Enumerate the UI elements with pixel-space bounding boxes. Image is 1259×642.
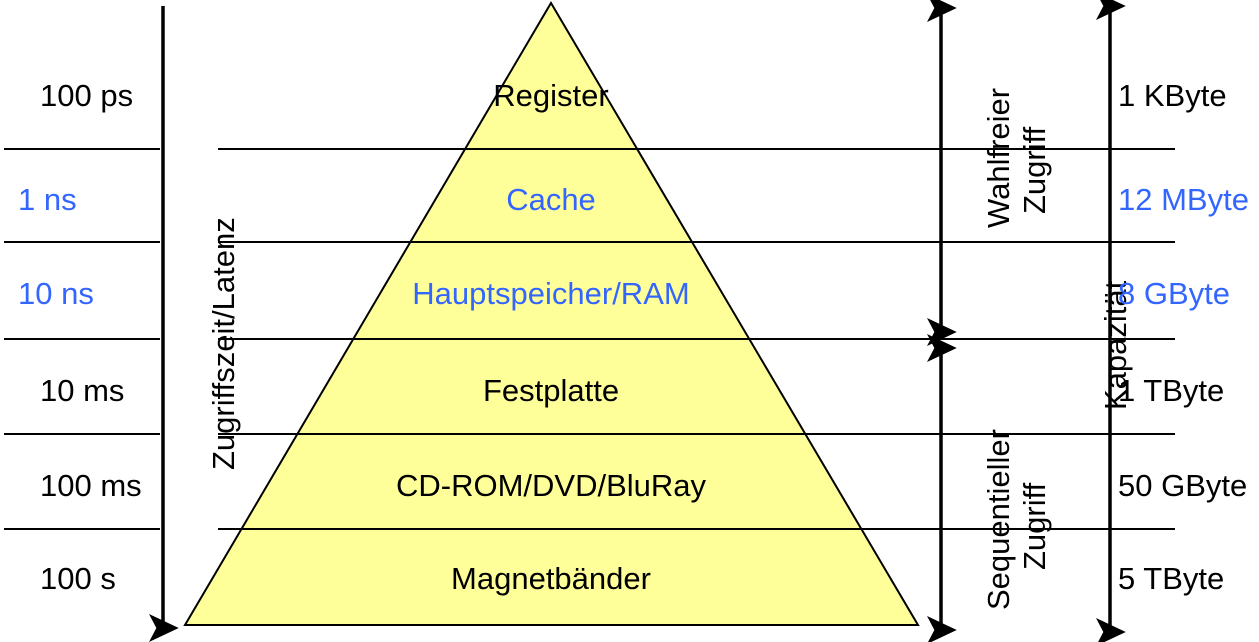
latency-value-festplatte: 10 ms bbox=[40, 373, 125, 408]
latency-value-register: 100 ps bbox=[40, 78, 134, 113]
pyramid-shape bbox=[183, 1, 920, 626]
tier-name-register: Register bbox=[493, 78, 609, 113]
capacity-value-cache: 12 MByte bbox=[1118, 182, 1249, 217]
divider-lines-left bbox=[4, 148, 160, 530]
latency-value-cdrom: 100 ms bbox=[40, 468, 142, 503]
latency-axis-label: Zugriffszeit/Latenz bbox=[206, 217, 241, 470]
random-access-label-line1: Wahlfreier bbox=[981, 87, 1016, 228]
tier-name-cache: Cache bbox=[506, 182, 596, 217]
tier-name-magnetbaender: Magnetbänder bbox=[451, 561, 651, 596]
latency-value-magnetbaender: 100 s bbox=[40, 561, 116, 596]
pyramid-tier-separators bbox=[241, 148, 863, 530]
sequential-access-label-line1: Sequentieller bbox=[981, 429, 1016, 610]
capacity-value-hauptspeicher: 8 GByte bbox=[1118, 276, 1230, 311]
sequential-access-label-line2: Zugriff bbox=[1017, 482, 1052, 570]
capacity-value-magnetbaender: 5 TByte bbox=[1118, 561, 1225, 596]
capacity-value-cdrom: 50 GByte bbox=[1118, 468, 1248, 503]
latency-value-cache: 1 ns bbox=[18, 182, 77, 217]
tier-name-festplatte: Festplatte bbox=[482, 373, 620, 408]
tier-name-cdrom: CD-ROM/DVD/BluRay bbox=[395, 468, 707, 503]
random-access-label-line2: Zugriff bbox=[1017, 126, 1052, 214]
capacity-value-festplatte: 1 TByte bbox=[1118, 373, 1225, 408]
capacity-value-register: 1 KByte bbox=[1118, 78, 1227, 113]
tier-name-hauptspeicher: Hauptspeicher/RAM bbox=[412, 276, 690, 311]
latency-value-hauptspeicher: 10 ns bbox=[18, 276, 94, 311]
